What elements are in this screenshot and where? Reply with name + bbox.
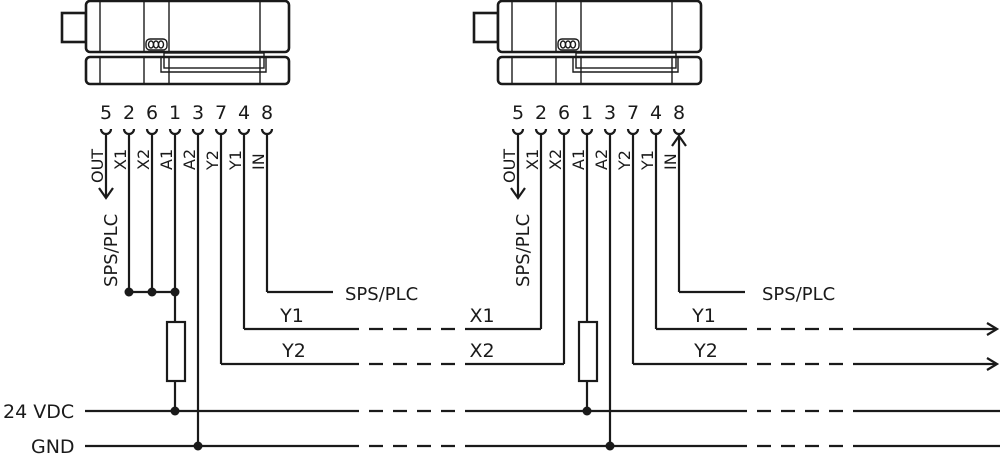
x1-label: X1 [469, 305, 494, 327]
terminal-hook [626, 128, 640, 136]
terminal-label: A1 [157, 149, 176, 170]
terminal-hook [260, 128, 274, 136]
pin-number: 6 [558, 102, 570, 124]
pin-number: 4 [238, 102, 250, 124]
pin-number: 7 [627, 102, 639, 124]
arrow-down-icon [98, 187, 114, 200]
x2-label: X2 [469, 340, 494, 362]
terminal-hook [534, 128, 548, 136]
pin-number: 5 [100, 102, 112, 124]
terminal-hook [557, 128, 571, 136]
junction-dot [170, 287, 180, 297]
arrow-right-icon [986, 357, 1000, 371]
y1-label: Y1 [279, 305, 304, 327]
connector-plug [60, 11, 88, 44]
terminal-label: Y1 [638, 150, 657, 171]
terminal-label: Y2 [203, 150, 222, 171]
terminal-hook [237, 128, 251, 136]
led-indicator [145, 38, 168, 51]
supply-24vdc-label: 24 VDC [3, 401, 74, 423]
pin-number: 8 [261, 102, 273, 124]
arrow-up-icon [671, 134, 687, 147]
out-target-label: SPS/PLC [101, 214, 122, 287]
lower-body [496, 55, 703, 86]
y2-label: Y2 [693, 340, 718, 362]
terminal-hook [672, 128, 686, 136]
upper-body [84, 0, 291, 54]
slide [163, 52, 265, 69]
pin-number: 1 [581, 102, 593, 124]
fuse [165, 320, 187, 383]
terminal-hook [214, 128, 228, 136]
slide [575, 52, 677, 69]
terminal-hook [603, 128, 617, 136]
terminal-label: X2 [134, 149, 153, 170]
in-source-label: SPS/PLC [762, 284, 835, 305]
y1-label: Y1 [691, 305, 716, 327]
led-indicator [557, 38, 580, 51]
terminal-label: A2 [592, 149, 611, 170]
fuse [577, 320, 599, 383]
pin-number: 2 [535, 102, 547, 124]
terminal-hook [145, 128, 159, 136]
pin-number: 3 [604, 102, 616, 124]
terminal-hook [122, 128, 136, 136]
terminal-label: IN [249, 153, 268, 170]
terminal-label: OUT [88, 149, 107, 183]
terminal-hook [511, 128, 525, 136]
device-housing [60, 0, 291, 86]
arrow-right-icon [986, 322, 1000, 336]
lower-body [84, 55, 291, 86]
junction-dot [147, 287, 157, 297]
pin-number: 2 [123, 102, 135, 124]
out-target-label: SPS/PLC [513, 214, 534, 287]
supply-gnd-label: GND [31, 436, 75, 456]
terminal-hook [99, 128, 113, 136]
terminal-hook [649, 128, 663, 136]
connector-plug [472, 11, 500, 44]
terminal-label: A2 [180, 149, 199, 170]
led-icon [157, 40, 165, 49]
terminal-label: Y1 [226, 150, 245, 171]
arrow-down-icon [510, 187, 526, 200]
terminal-hook [580, 128, 594, 136]
pin-number: 6 [146, 102, 158, 124]
led-icon [569, 40, 577, 49]
terminal-label: X2 [546, 149, 565, 170]
terminal-label: Y2 [615, 150, 634, 171]
junction-dot [124, 287, 134, 297]
upper-body [496, 0, 703, 54]
terminal-label: X1 [523, 149, 542, 170]
pin-number: 4 [650, 102, 662, 124]
terminal-hook [168, 128, 182, 136]
terminal-hook [191, 128, 205, 136]
pin-number: 8 [673, 102, 685, 124]
terminal-label: IN [661, 153, 680, 170]
y2-label: Y2 [281, 340, 306, 362]
slide-bracket [572, 57, 679, 73]
pin-number: 5 [512, 102, 524, 124]
terminal-label: OUT [500, 149, 519, 183]
device-housing [472, 0, 703, 86]
terminal-label: X1 [111, 149, 130, 170]
slide-bracket [160, 57, 267, 73]
pin-number: 1 [169, 102, 181, 124]
in-source-label: SPS/PLC [345, 284, 418, 305]
terminal-label: A1 [569, 149, 588, 170]
pin-number: 7 [215, 102, 227, 124]
pin-number: 3 [192, 102, 204, 124]
